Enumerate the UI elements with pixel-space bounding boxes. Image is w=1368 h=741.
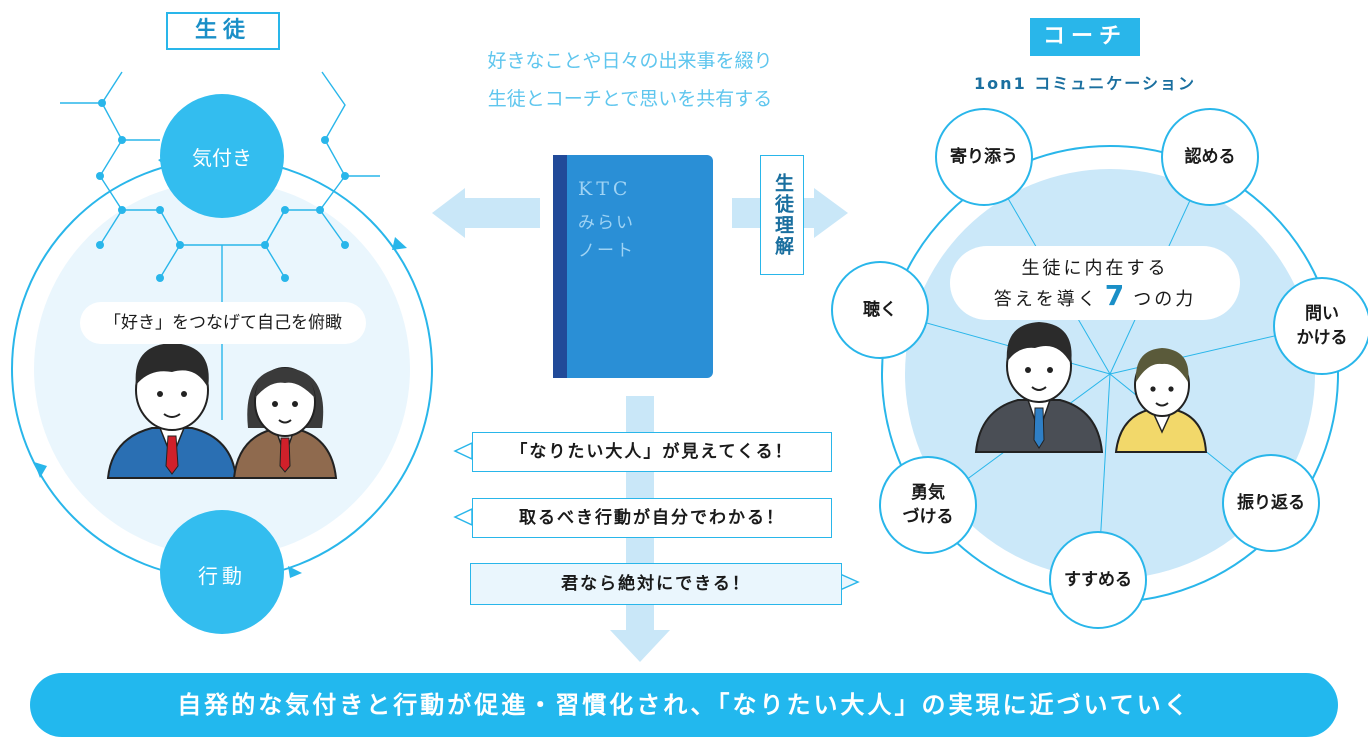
student-boy-avatar bbox=[106, 343, 238, 479]
skill-listen: 聴く bbox=[863, 300, 897, 320]
notebook-cover bbox=[553, 155, 713, 378]
seven-powers-number: 7 bbox=[1104, 279, 1128, 312]
message-know-action: 取るべき行動が自分でわかる！ bbox=[472, 498, 832, 538]
cycle-arrowhead-icon bbox=[288, 566, 302, 578]
notebook-caption-line2: 生徒とコーチとで思いを共有する bbox=[487, 88, 773, 110]
skill-circles bbox=[831, 108, 1368, 629]
skill-acknowledge: 認める bbox=[1184, 147, 1236, 167]
bubble-tail bbox=[453, 441, 473, 461]
skill-reflect: 振り返る bbox=[1237, 493, 1305, 513]
coach-subtitle: 1on1 コミュニケーション bbox=[974, 74, 1196, 93]
message-you-can-do-it: 君なら絶対にできる！ bbox=[470, 563, 842, 605]
seven-powers-prefix: 答えを導く bbox=[993, 289, 1099, 310]
seven-powers-line1: 生徒に内在する bbox=[1021, 258, 1169, 279]
student-understanding-label: 生徒理解 bbox=[760, 155, 804, 275]
coach-tag: コーチ bbox=[1030, 18, 1140, 56]
skill-recommend: すすめる bbox=[1064, 570, 1132, 590]
bubble-tail bbox=[453, 507, 473, 527]
notebook-title-mirai: みらい bbox=[578, 213, 635, 233]
awareness-circle bbox=[160, 94, 284, 218]
arrow-to-student-icon bbox=[432, 188, 540, 238]
message-future-adult: 「なりたい大人」が見えてくる！ bbox=[472, 432, 832, 472]
skill-ask: 問い かける bbox=[1296, 304, 1348, 348]
student-tag: 生徒 bbox=[166, 12, 280, 50]
coach-man-avatar bbox=[974, 322, 1104, 453]
notebook-title-ktc: KTC bbox=[578, 178, 632, 200]
cycle-arrowhead-icon bbox=[392, 237, 407, 250]
cycle-arrowhead-icon bbox=[34, 462, 47, 478]
bubble-tail bbox=[839, 572, 860, 592]
self-overview-label: 「好き」をつなげて自己を俯瞰 bbox=[80, 302, 366, 344]
network-heart-icons bbox=[96, 99, 349, 282]
skill-encourage: 勇気 づける bbox=[902, 483, 954, 527]
awareness-label: 気付き bbox=[192, 146, 252, 170]
notebook-title-note: ノート bbox=[578, 241, 635, 261]
action-label: 行動 bbox=[198, 564, 246, 588]
action-circle bbox=[160, 510, 284, 634]
coach-woman-avatar bbox=[1114, 348, 1208, 453]
notebook-spine bbox=[553, 155, 567, 378]
student-girl-avatar bbox=[232, 367, 338, 479]
skill-empathize: 寄り添う bbox=[950, 147, 1018, 167]
seven-powers-suffix: つの力 bbox=[1133, 289, 1197, 310]
outcome-banner: 自発的な気付きと行動が促進・習慣化され、「なりたい大人」の実現に近づいていく bbox=[30, 673, 1338, 737]
downward-arrow-head-icon bbox=[610, 630, 670, 662]
notebook-caption-line1: 好きなことや日々の出来事を綴り bbox=[487, 50, 773, 72]
